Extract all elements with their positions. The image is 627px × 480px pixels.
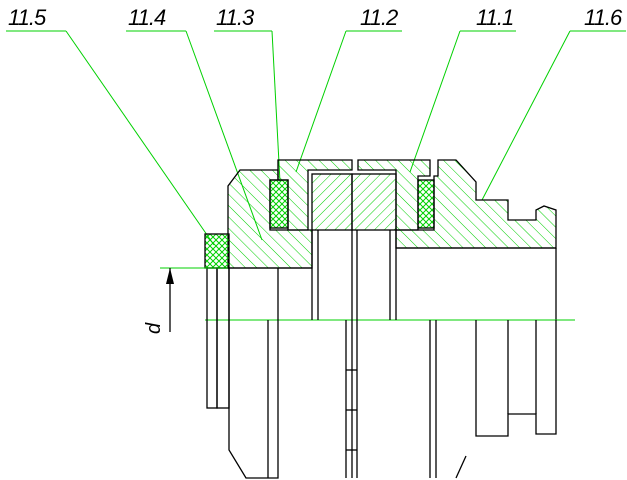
part-11-3-insert-right [417, 179, 435, 229]
label-group-11-3: 11.3 [214, 5, 281, 183]
label-11-1: 11.1 [476, 5, 513, 30]
dimension-label-d: d [143, 322, 165, 334]
label-group-11-2: 11.2 [295, 5, 402, 173]
dimension-arrow [166, 268, 174, 284]
leader-line-11-5 [65, 30, 215, 246]
leader-line-11-1 [409, 30, 461, 173]
dimension-d: d [143, 267, 228, 334]
label-11-2: 11.2 [360, 5, 398, 30]
part-central-cam-left [311, 173, 353, 231]
label-group-11-6: 11.6 [481, 5, 626, 201]
lower-body [205, 230, 575, 479]
label-group-11-1: 11.1 [409, 5, 516, 173]
label-11-3: 11.3 [216, 5, 255, 30]
part-11-5-seal [204, 233, 230, 269]
part-11-6-hub [395, 159, 557, 249]
label-11-6: 11.6 [584, 5, 623, 30]
leader-line-11-2 [295, 30, 347, 173]
part-11-2-block [277, 159, 353, 231]
label-11-5: 11.5 [8, 5, 47, 30]
part-11-3-insert-left [269, 179, 289, 229]
label-11-4: 11.4 [128, 5, 166, 30]
leader-line-11-3 [271, 30, 281, 183]
part-central-cam-right [351, 173, 397, 231]
leader-line-11-6 [481, 30, 571, 201]
label-group-11-5: 11.5 [6, 5, 215, 246]
label-group-11-4: 11.4 [126, 5, 263, 241]
